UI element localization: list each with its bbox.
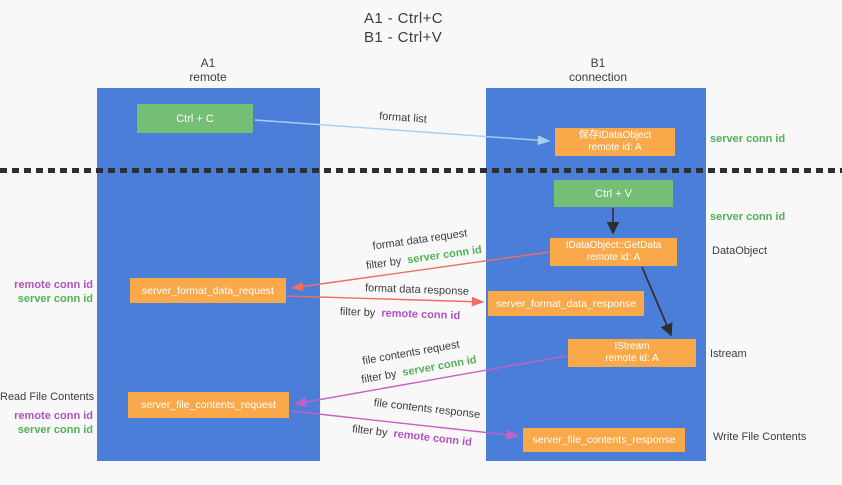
lifeline-a1-id: A1 <box>200 56 216 70</box>
getdata-line1: IDataObject::GetData <box>565 240 662 251</box>
title-line-ctrl-c: A1 - Ctrl+C <box>364 10 443 27</box>
annotation-read-file-contents: Read File Contents <box>0 391 95 403</box>
annotation-dataobject: DataObject <box>712 245 768 257</box>
format-data-response-label: format data response <box>364 282 470 298</box>
filter-prefix: filter by <box>360 368 398 387</box>
annotation-istream: Istream <box>710 348 747 360</box>
server-file-contents-response-node: server_file_contents_response <box>523 428 685 452</box>
lifeline-b1-role: connection <box>568 70 628 84</box>
title-line-ctrl-v: B1 - Ctrl+V <box>364 29 443 46</box>
server-file-contents-request-node: server_file_contents_request <box>128 392 289 418</box>
format-data-response-filter: filter by remote conn id <box>340 306 461 322</box>
server-format-data-response-label: server_format_data_response <box>495 297 637 310</box>
server-file-contents-request-label: server_file_contents_request <box>141 399 276 411</box>
annotation-server-conn-id-mid: server conn id <box>710 211 786 223</box>
filter-key-remote-conn-id: remote conn id <box>381 307 461 323</box>
annotation-server-conn-id-file: server conn id <box>17 424 93 436</box>
istream-line1: IStream <box>614 341 650 352</box>
lifeline-b1-id: B1 <box>590 56 606 70</box>
filter-prefix: filter by <box>339 305 376 320</box>
save-dataobject-node: 保存IDataObject remote id: A <box>555 128 675 156</box>
getdata-line2: remote id: A <box>586 252 641 263</box>
server-format-data-request-label: server_format_data_request <box>142 284 274 297</box>
ctrl-c-label: Ctrl + C <box>176 112 214 125</box>
filter-prefix: filter by <box>351 423 389 440</box>
session-divider-dotted-line <box>0 168 842 173</box>
istream-line2: remote id: A <box>605 353 659 364</box>
annotation-remote-conn-id-format: remote conn id <box>14 279 93 291</box>
annotation-server-conn-id-format: server conn id <box>17 293 93 305</box>
lifeline-a1-role: remote <box>189 70 227 84</box>
ctrl-v-node: Ctrl + V <box>554 180 673 207</box>
filter-key-remote-conn-id: remote conn id <box>392 427 473 449</box>
file-contents-response-filter: filter by remote conn id <box>352 423 473 449</box>
diagram-title: A1 - Ctrl+C B1 - Ctrl+V <box>364 9 443 47</box>
filter-prefix: filter by <box>365 255 403 273</box>
annotation-remote-conn-id-file: remote conn id <box>14 410 93 422</box>
file-contents-response-label: file contents response <box>373 396 481 422</box>
server-file-contents-response-label: server_file_contents_response <box>532 434 676 446</box>
ctrl-v-label: Ctrl + V <box>595 187 632 200</box>
filter-key-server-conn-id: server conn id <box>406 243 483 267</box>
server-format-data-request-node: server_format_data_request <box>130 278 286 303</box>
lifeline-header-a1: A1 remote <box>148 56 268 84</box>
server-format-data-response-node: server_format_data_response <box>488 291 644 316</box>
format-list-label: format list <box>378 110 428 126</box>
getdata-node: IDataObject::GetData remote id: A <box>550 238 677 266</box>
annotation-write-file-contents: Write File Contents <box>713 431 807 443</box>
save-dataobject-line1: 保存IDataObject <box>578 130 652 141</box>
ctrl-c-node: Ctrl + C <box>137 104 253 133</box>
annotation-server-conn-id-top: server conn id <box>710 133 786 145</box>
save-dataobject-line2: remote id: A <box>588 142 642 153</box>
istream-node: IStream remote id: A <box>568 339 696 367</box>
lifeline-header-b1: B1 connection <box>538 56 658 84</box>
